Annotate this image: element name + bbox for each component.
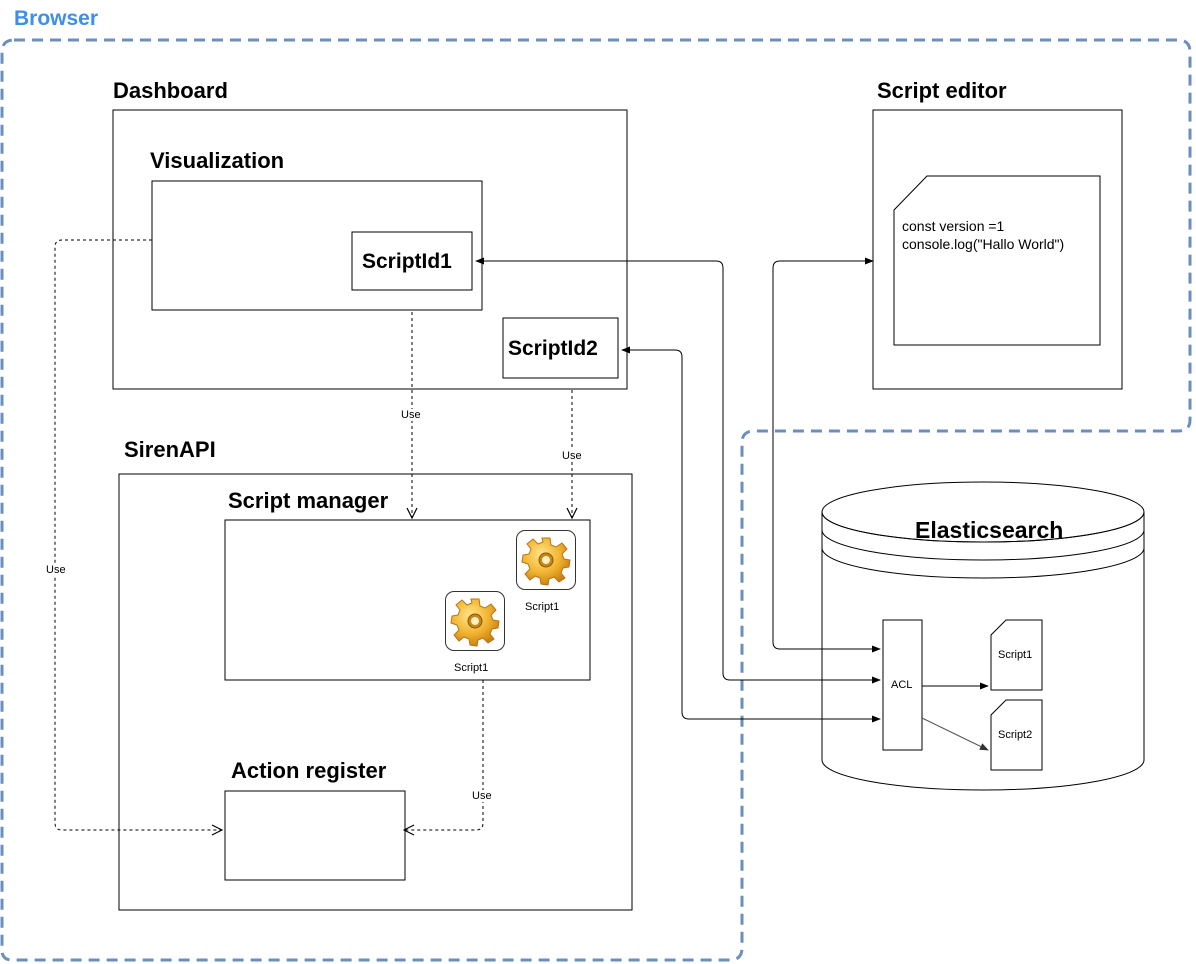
script-editor-title: Script editor <box>877 78 1007 103</box>
gear-icon[interactable] <box>445 591 505 651</box>
dashboard-title: Dashboard <box>113 78 228 103</box>
edge-acl-to-script2 <box>921 717 989 751</box>
browser-title: Browser <box>14 7 99 30</box>
acl-box <box>882 619 923 751</box>
edge-use-label: Use <box>45 564 67 576</box>
acl-label: ACL <box>891 679 913 691</box>
edge-acl-to-script-editor <box>772 257 881 653</box>
es-script1-label: Script1 <box>998 649 1033 661</box>
script-editor-document <box>893 175 1101 346</box>
action-register-box[interactable] <box>224 790 406 881</box>
edge-use-label: Use <box>400 409 422 421</box>
gear-icon[interactable] <box>516 530 576 590</box>
script-manager-title: Script manager <box>228 488 389 513</box>
code-line-2: console.log("Hallo World") <box>902 236 1065 252</box>
script-id-1-label: ScriptId1 <box>362 250 452 273</box>
edge-use-label: Use <box>561 450 583 462</box>
es-script2-label: Script2 <box>998 729 1033 741</box>
edge-acl-to-scriptid2 <box>621 346 881 723</box>
script-id-1-box[interactable] <box>351 231 473 291</box>
visualization-title: Visualization <box>150 148 285 173</box>
script-manager-script-label: Script1 <box>525 601 560 613</box>
script-manager-script-label: Script1 <box>454 662 489 674</box>
action-register-title: Action register <box>231 758 387 783</box>
code-line-1: const version =1 <box>902 218 1005 234</box>
script-id-2-label: ScriptId2 <box>508 337 598 360</box>
siren-api-title: SirenAPI <box>124 437 216 462</box>
es-script1-document <box>990 619 1043 691</box>
edge-use-label: Use <box>471 790 493 802</box>
es-script2-document <box>990 699 1043 771</box>
elasticsearch-title: Elasticsearch <box>915 517 1064 543</box>
edge-visualization-to-action-register <box>54 239 222 830</box>
